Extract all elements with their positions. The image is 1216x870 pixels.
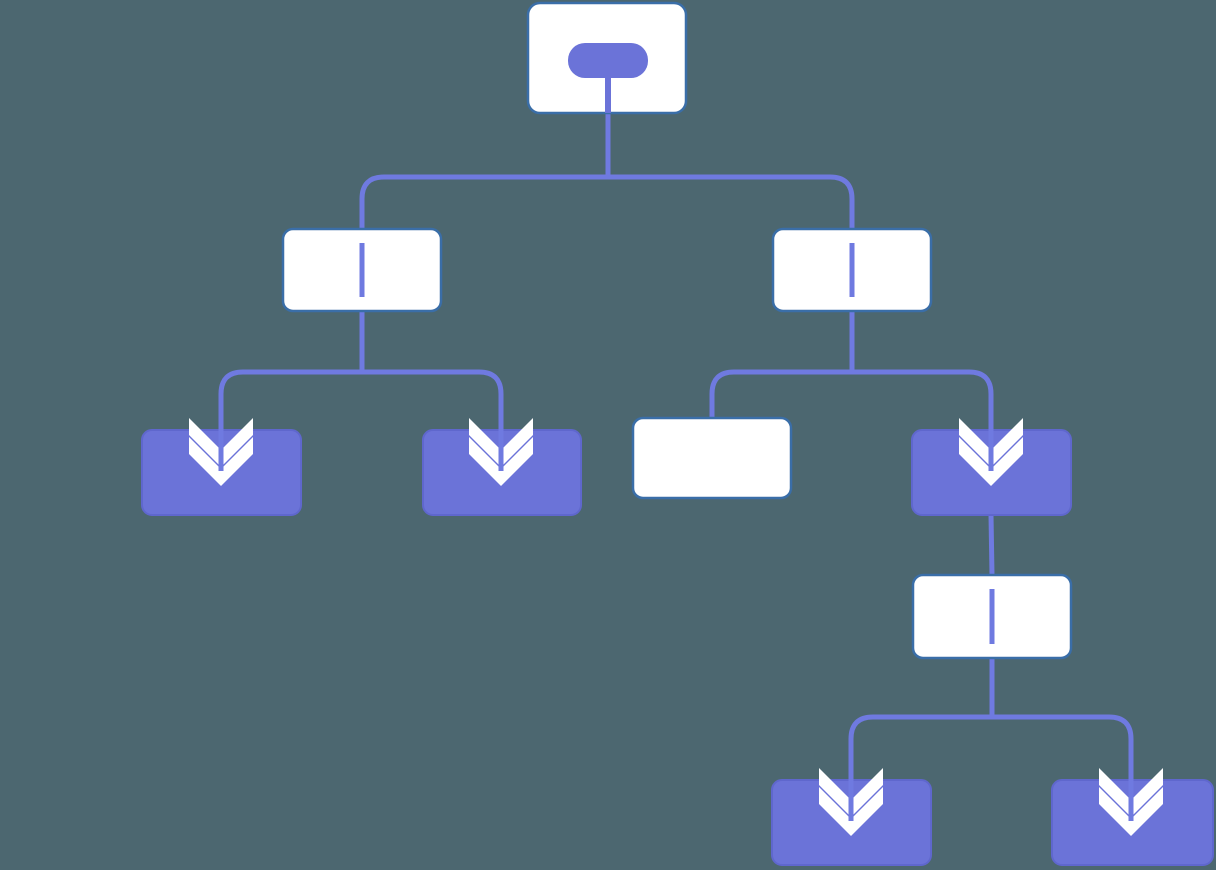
connector-level3-to-level4-branch-right xyxy=(992,714,1134,780)
connector-level1-left-to-children-branch-left xyxy=(218,369,362,430)
connector-level1-left-to-children-branch-right xyxy=(362,369,504,430)
connector-root-to-level1-branch-left xyxy=(359,174,608,229)
chevron-down-arrowhead-lower xyxy=(469,437,533,486)
nodes-layer xyxy=(141,1,1214,866)
chevron-down-arrowhead-lower xyxy=(189,437,253,486)
root-pill-stem xyxy=(605,78,611,113)
arrowheads-layer xyxy=(189,414,1163,836)
level2-white-node[interactable] xyxy=(631,416,793,500)
connector-level1-right-to-children-branch-right xyxy=(852,369,994,430)
connectors-layer xyxy=(218,113,1134,780)
chevron-down-arrowhead-lower xyxy=(1099,787,1163,836)
connector-level2-to-level3 xyxy=(988,514,995,576)
chevron-down-arrowhead-lower xyxy=(959,437,1023,486)
chevron-down-arrowhead-lower xyxy=(819,787,883,836)
connector-root-to-level1-branch-right xyxy=(608,174,855,229)
connector-level3-to-level4-branch-left xyxy=(848,714,992,780)
connector-level1-right-to-children-branch-left xyxy=(709,369,852,418)
root-pill-badge[interactable] xyxy=(568,43,648,78)
